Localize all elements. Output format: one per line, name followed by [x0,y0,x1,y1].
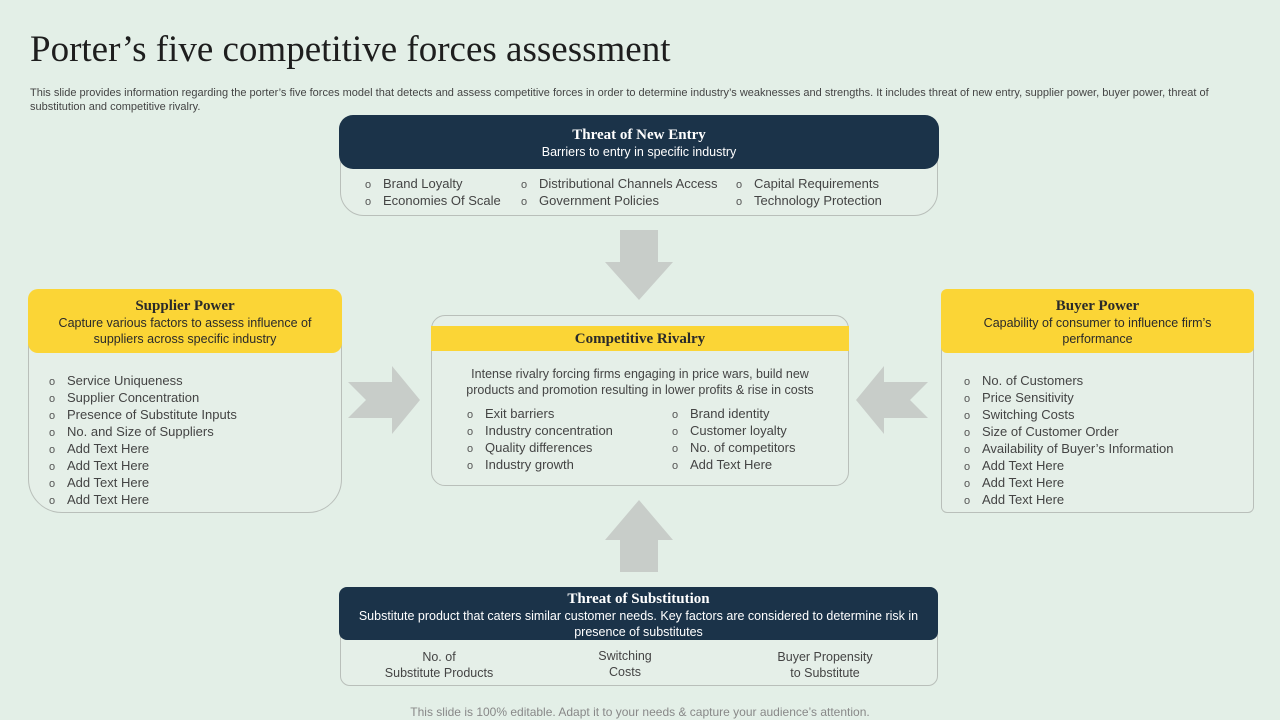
list-item: Add Text Here [964,458,1173,475]
substitution-header: Threat of Substitution Substitute produc… [339,587,938,640]
substitution-subtitle: Substitute product that caters similar c… [358,609,919,639]
list-item: Add Text Here [964,475,1173,492]
rivalry-description: Intense rivalry forcing firms engaging i… [466,367,814,397]
slide-title: Porter’s five competitive forces assessm… [30,29,671,70]
buyer-header: Buyer Power Capability of consumer to in… [941,289,1254,353]
new-entry-list-1: Brand LoyaltyEconomies Of Scale [365,176,501,210]
list-item: Price Sensitivity [964,390,1173,407]
list-item: Add Text Here [672,457,796,474]
arrow-left-icon [856,366,928,434]
list-item: Brand Loyalty [365,176,501,193]
list-item: Add Text Here [49,458,237,475]
new-entry-header: Threat of New Entry Barriers to entry in… [339,115,939,169]
buyer-list: No. of CustomersPrice SensitivitySwitchi… [964,373,1173,509]
arrow-up-icon [605,500,673,572]
rivalry-list-2: Brand identityCustomer loyaltyNo. of com… [672,406,796,474]
substitution-factor-3: Buyer Propensity to Substitute [777,650,873,680]
list-item: Distributional Channels Access [521,176,717,193]
list-item: Exit barriers [467,406,613,423]
substitution-factor-2: Switching Costs [598,649,652,679]
buyer-title: Buyer Power [1055,298,1140,314]
list-item: Technology Protection [736,193,882,210]
supplier-title: Supplier Power [135,298,235,314]
list-item: Add Text Here [49,475,237,492]
buyer-subtitle: Capability of consumer to influence firm… [983,316,1212,346]
supplier-header: Supplier Power Capture various factors t… [28,289,342,353]
list-item: Capital Requirements [736,176,882,193]
new-entry-title: Threat of New Entry [572,127,706,143]
list-item: Service Uniqueness [49,373,237,390]
footer-note: This slide is 100% editable. Adapt it to… [410,705,870,719]
substitution-title: Threat of Substitution [567,591,710,607]
list-item: No. and Size of Suppliers [49,424,237,441]
substitution-factor-1: No. of Substitute Products [384,650,494,680]
list-item: No. of competitors [672,440,796,457]
rivalry-list-1: Exit barriersIndustry concentrationQuali… [467,406,613,474]
new-entry-list-2: Distributional Channels AccessGovernment… [521,176,717,210]
list-item: Availability of Buyer’s Information [964,441,1173,458]
list-item: Quality differences [467,440,613,457]
slide-description: This slide provides information regardin… [30,87,1209,113]
list-item: Switching Costs [964,407,1173,424]
rivalry-title: Competitive Rivalry [574,331,706,347]
list-item: Size of Customer Order [964,424,1173,441]
list-item: Add Text Here [49,441,237,458]
list-item: Add Text Here [964,492,1173,509]
list-item: Supplier Concentration [49,390,237,407]
list-item: Industry growth [467,457,613,474]
list-item: No. of Customers [964,373,1173,390]
list-item: Economies Of Scale [365,193,501,210]
list-item: Add Text Here [49,492,237,509]
list-item: Presence of Substitute Inputs [49,407,237,424]
arrow-right-icon [348,366,420,434]
new-entry-list-3: Capital RequirementsTechnology Protectio… [736,176,882,210]
arrow-down-icon [605,230,673,300]
list-item: Industry concentration [467,423,613,440]
supplier-list: Service UniquenessSupplier Concentration… [49,373,237,509]
list-item: Customer loyalty [672,423,796,440]
list-item: Brand identity [672,406,796,423]
new-entry-subtitle: Barriers to entry in specific industry [541,145,737,159]
supplier-subtitle: Capture various factors to assess influe… [58,316,312,346]
list-item: Government Policies [521,193,717,210]
rivalry-header: Competitive Rivalry [431,326,849,351]
